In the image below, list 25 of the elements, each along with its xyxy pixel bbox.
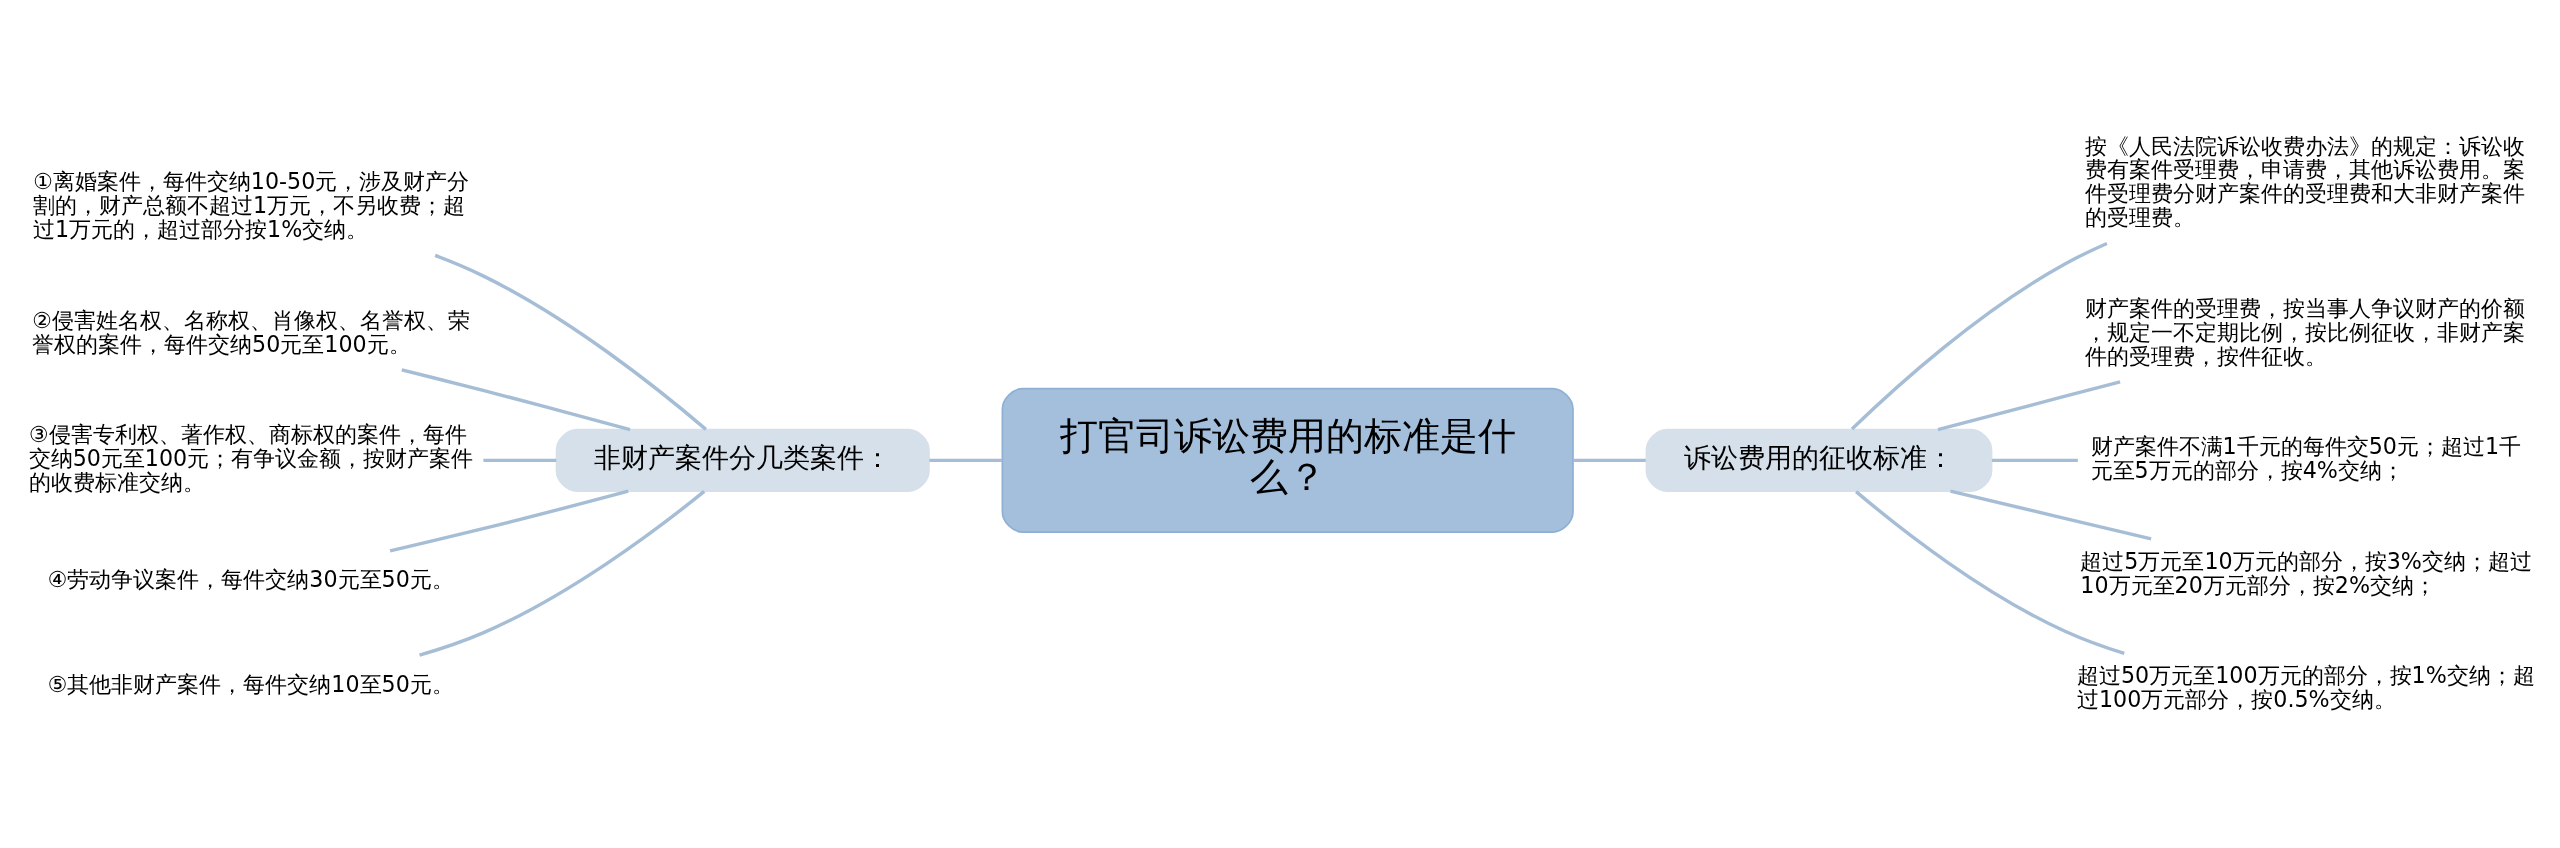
node-text: 财产案件的受理费，按当事人争议财产的价额，规定一不定期比例，按比例征收，非财产案件的受理费，按件征收。 <box>2085 294 2526 369</box>
node-box: 打官司诉讼费用的标准是什么？ <box>1001 387 1574 533</box>
node-text: 超过5万元至10万元的部分，按3%交纳；超过10万元至20万元部分，按2%交纳； <box>2080 547 2532 598</box>
node-box: 非财产案件分几类案件： <box>555 428 930 492</box>
node-text: ②侵害姓名权、名称权、肖像权、名誉权、荣誉权的案件，每件交纳50元至100元。 <box>32 306 470 357</box>
connector <box>1573 458 1646 462</box>
connector <box>434 253 707 431</box>
node-box: 诉讼费用的征收标准： <box>1645 428 1993 492</box>
node-text: ④劳动争议案件，每件交纳30元至50元。 <box>47 565 454 592</box>
connector <box>1937 379 2121 431</box>
node-text: ⑤其他非财产案件，每件交纳10至50元。 <box>47 670 454 697</box>
connector <box>1855 489 2125 655</box>
node-text: 超过50万元至100万元的部分，按1%交纳；超过100万元部分，按0.5%交纳。 <box>2076 661 2535 712</box>
connector <box>1991 458 2078 462</box>
connector <box>1850 241 2108 430</box>
connector <box>389 489 629 552</box>
node-text: 财产案件不满1千元的每件交50元；超过1千元至5万元的部分，按4%交纳； <box>2090 432 2522 483</box>
connector <box>929 458 1003 462</box>
node-text: ③侵害专利权、著作权、商标权的案件，每件交纳50元至100元；有争议金额，按财产案件的收费标准交纳。 <box>28 420 474 495</box>
connector <box>1950 489 2152 541</box>
connector <box>419 489 706 657</box>
node-text: ①离婚案件，每件交纳10-50元，涉及财产分割的，财产总额不超过1万元，不另收费；超过1万元的，超过部分按1%交纳。 <box>32 167 470 242</box>
connector <box>483 458 557 462</box>
connector <box>401 367 631 431</box>
node-text: 按《人民法院诉讼收费办法》的规定：诉讼收费有案件受理费，申请费，其他诉讼费用。案件受理费分财产案件的受理费和大非财产案件的受理费。 <box>2085 132 2526 230</box>
